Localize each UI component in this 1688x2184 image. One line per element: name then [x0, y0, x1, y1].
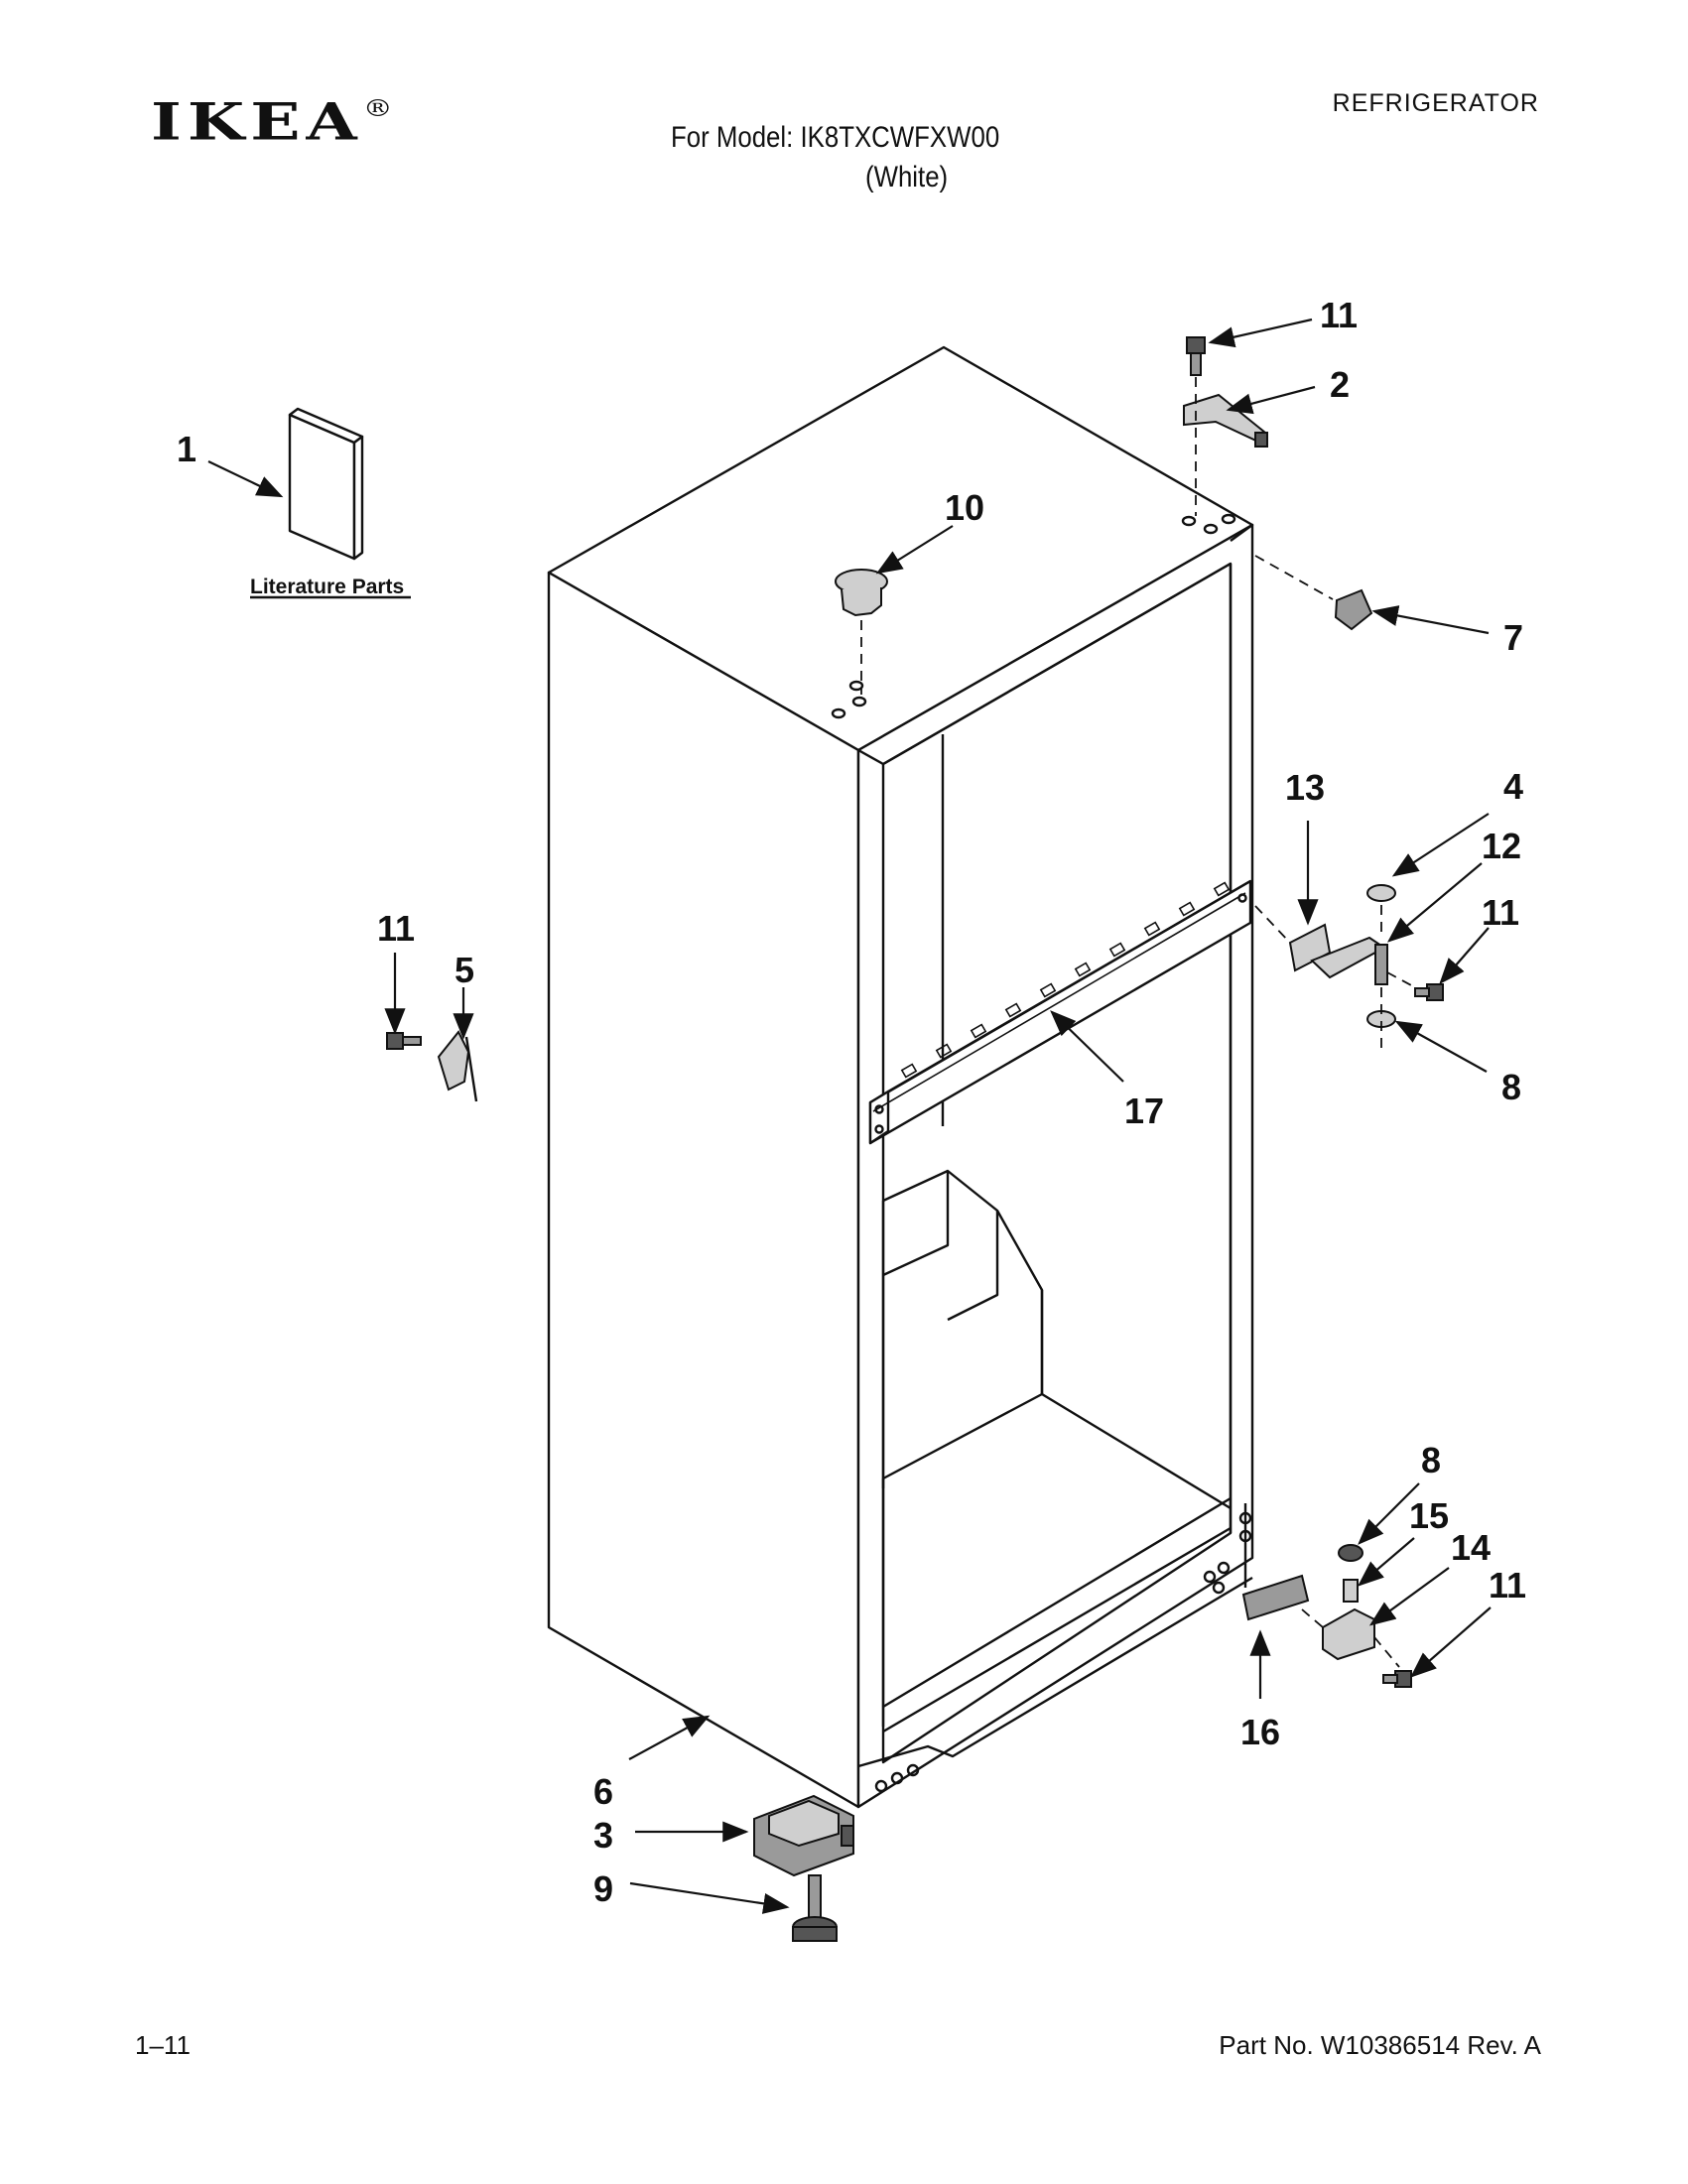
section-title: REFRIGERATOR	[1332, 89, 1539, 117]
callout-4: 4	[1503, 766, 1523, 807]
door-stop-icon	[437, 1030, 478, 1102]
callout-8-bottom: 8	[1421, 1440, 1441, 1480]
callout-8-center: 8	[1501, 1067, 1521, 1107]
top-plug-icon	[835, 569, 888, 695]
callout-14: 14	[1451, 1527, 1491, 1568]
screw-icon	[1414, 983, 1444, 1001]
callout-15: 15	[1409, 1495, 1449, 1536]
brand-name: IKEA	[151, 91, 363, 152]
callout-12: 12	[1482, 826, 1521, 866]
callout-10: 10	[945, 487, 984, 528]
callout-2: 2	[1330, 364, 1350, 405]
center-hinge-bracket-icon	[1254, 884, 1425, 1054]
refrigerator-cabinet	[547, 345, 1254, 1809]
callout-17: 17	[1124, 1091, 1164, 1131]
cabinet-front-frame	[856, 523, 1254, 1809]
brand-logo: IKEA®	[151, 91, 393, 152]
callout-arrows	[207, 318, 1492, 1914]
callout-3: 3	[593, 1815, 613, 1856]
callout-5: 5	[454, 950, 474, 990]
cabinet-left-side	[547, 571, 860, 1809]
part-number: Part No. W10386514 Rev. A	[1219, 2030, 1541, 2060]
callout-11-center: 11	[1482, 892, 1519, 933]
literature-parts-label: Literature Parts	[250, 576, 404, 598]
callout-11-top: 11	[1320, 295, 1358, 335]
registered-mark: ®	[362, 94, 393, 123]
callout-11-left: 11	[377, 908, 415, 949]
top-hinge-icon	[1183, 393, 1268, 448]
callout-16: 16	[1240, 1712, 1280, 1752]
roller-icon	[753, 1794, 854, 1877]
literature-booklet-icon	[288, 407, 364, 561]
leveling-foot-icon	[792, 1874, 838, 1942]
model-variant: (White)	[865, 161, 949, 193]
callout-1: 1	[177, 429, 196, 469]
callout-6: 6	[593, 1771, 613, 1812]
callout-7: 7	[1503, 617, 1523, 658]
bottom-hinge-icon	[1301, 1544, 1400, 1668]
hinge-cover-icon	[1254, 555, 1373, 631]
callout-9: 9	[593, 1868, 613, 1909]
bottom-hinge-shim-icon	[1241, 1574, 1310, 1621]
screw-icon	[1186, 336, 1206, 376]
callout-13: 13	[1285, 767, 1325, 808]
screw-icon	[386, 1032, 422, 1050]
page-number: 1–11	[135, 2030, 191, 2060]
model-line: For Model: IK8TXCWFXW00	[671, 121, 1000, 154]
callout-11-bottom: 11	[1489, 1565, 1526, 1606]
screw-icon	[1382, 1670, 1412, 1688]
